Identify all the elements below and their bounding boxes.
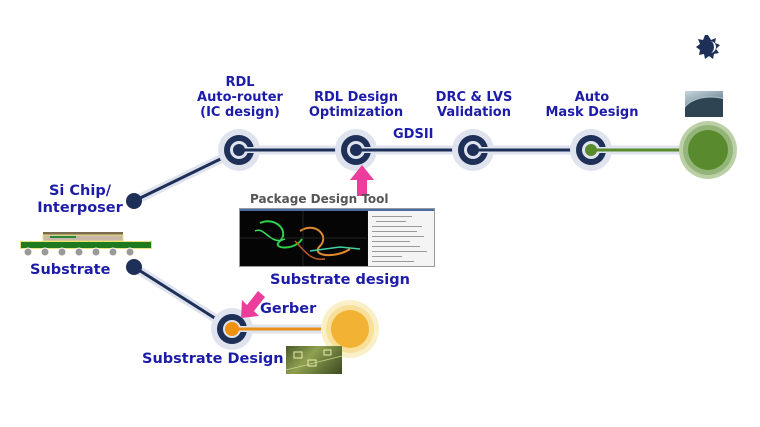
wafer-image <box>685 91 723 117</box>
label-rdl-optimization: RDL Design Optimization <box>300 90 412 120</box>
label-line: (IC design) <box>200 105 280 120</box>
label-drc-lvs: DRC & LVS Validation <box>420 90 528 120</box>
label-line: Si Chip/ <box>48 183 112 199</box>
package-tool-label: Package Design Tool <box>250 192 389 206</box>
node-rdl-optimization <box>335 129 377 171</box>
label-line: Auto-router <box>197 90 283 105</box>
pink-arrow-icon <box>350 165 374 196</box>
substrate-label: Substrate <box>30 262 111 278</box>
properties-panel <box>368 211 434 266</box>
gerber-label: Gerber <box>260 301 317 317</box>
sun-face-logo-icon <box>696 35 720 59</box>
label-auto-mask: Auto Mask Design <box>538 90 646 120</box>
routing-graphic <box>240 211 367 266</box>
node-drc-lvs <box>452 129 494 171</box>
end-node-green <box>679 121 737 179</box>
label-line: Mask Design <box>545 105 639 120</box>
label-line: Interposer <box>37 200 123 216</box>
end-node-orange <box>321 300 379 358</box>
sichip-node <box>126 193 142 209</box>
pcb-image <box>286 346 342 374</box>
node-auto-mask <box>570 129 612 171</box>
label-line: RDL <box>225 75 255 90</box>
substrate-node <box>126 259 142 275</box>
substrate-design-node-label: Substrate Design <box>142 351 284 367</box>
node-rdl-autorouter <box>218 129 260 171</box>
chip-package-icon <box>20 232 152 257</box>
gdsii-label: GDSII <box>393 127 434 142</box>
label-line: Validation <box>437 105 511 120</box>
label-line: Optimization <box>308 105 404 120</box>
wafer-graphic <box>685 96 723 117</box>
window-titlebar <box>240 209 434 211</box>
label-line: RDL Design <box>314 90 398 105</box>
si-chip-label: Si Chip/ Interposer <box>30 183 130 217</box>
pink-arrow-icon <box>241 291 265 318</box>
label-rdl-autorouter: RDL Auto-router (IC design) <box>185 75 295 120</box>
package-tool-screenshot <box>239 208 435 267</box>
pcb-graphic <box>286 349 342 371</box>
substrate-design-caption: Substrate design <box>270 272 410 288</box>
layout-view <box>240 211 367 266</box>
node-substrate-design <box>211 308 254 350</box>
label-line: Auto <box>574 90 610 105</box>
label-line: DRC & LVS <box>435 90 513 105</box>
